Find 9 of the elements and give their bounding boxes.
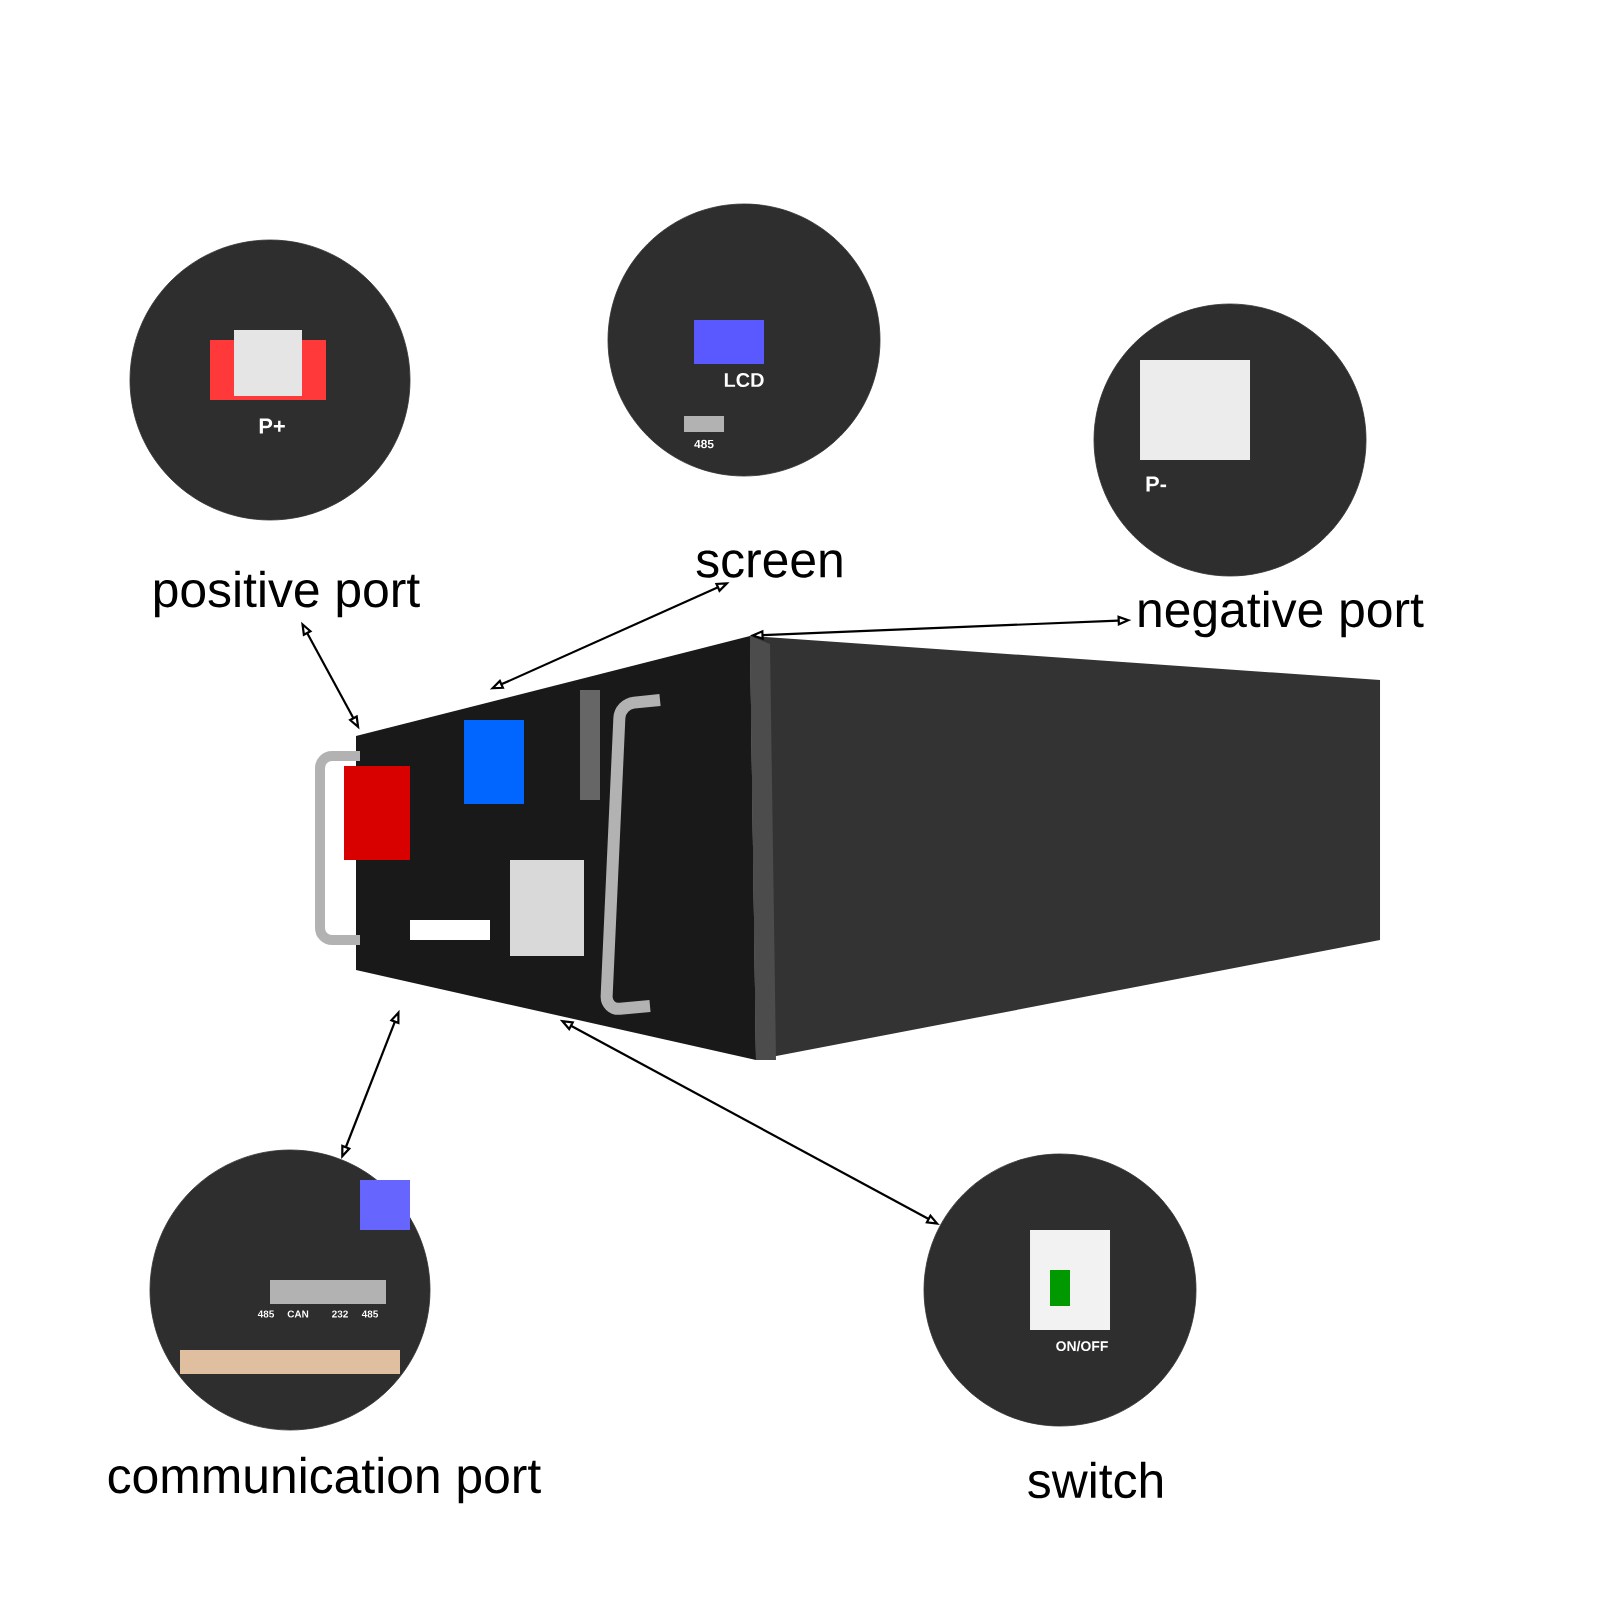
photo-text: LCD bbox=[724, 372, 764, 388]
callout-label: screen bbox=[696, 550, 842, 578]
callout-label: communication port bbox=[108, 1456, 541, 1504]
photo-text: P+ bbox=[259, 418, 285, 434]
callout-label: negative port bbox=[1139, 590, 1424, 638]
callout-label: positive port bbox=[154, 570, 420, 618]
battery-rack-drawing bbox=[315, 636, 1380, 1060]
photo-text: P- bbox=[1146, 476, 1167, 492]
callout-label: switch bbox=[1028, 1461, 1162, 1499]
